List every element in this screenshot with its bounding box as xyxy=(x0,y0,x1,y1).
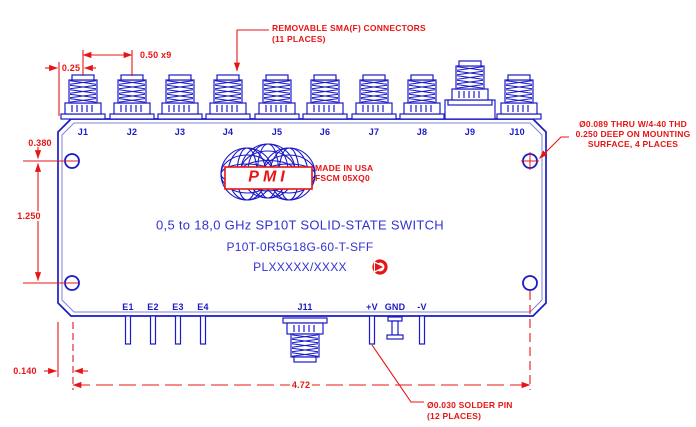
sma-connector xyxy=(205,74,251,120)
dim-hole-spacing: 1.250 xyxy=(15,211,43,221)
bottom-pins-group xyxy=(124,315,426,363)
connector-label: J8 xyxy=(416,127,428,137)
sma-annotation-line2: (11 PLACES) xyxy=(272,34,326,44)
pmi-logo-text: PMI xyxy=(248,168,289,186)
connector-label: J7 xyxy=(368,127,380,137)
mounting-hole-annotation-line3: SURFACE, 4 PLACES xyxy=(587,139,679,149)
power-pin-label: GND xyxy=(384,302,406,312)
dim-pin-offset: 0.140 xyxy=(13,366,37,376)
dim-connector-offset: 0.25 xyxy=(59,63,83,73)
made-in-usa-label: MADE IN USA xyxy=(315,163,374,173)
mounting-hole-leader-line xyxy=(539,136,569,159)
solder-pin-annotation: Ø0.030 SOLDER PIN (12 PLACES) xyxy=(427,400,513,422)
pin-label: E3 xyxy=(172,302,184,312)
connector-label: J11 xyxy=(297,302,313,312)
rotation-mark-icon xyxy=(372,259,388,275)
dim-overall-width: 4.72 xyxy=(289,380,313,390)
sma-connector xyxy=(399,74,445,120)
device-pl-number: PLXXXXX/XXXX xyxy=(253,260,347,274)
gnd-lug xyxy=(386,316,404,340)
connector-label: J5 xyxy=(271,127,283,137)
fscm-label: FSCM 05XQ0 xyxy=(315,173,370,183)
solder-pin xyxy=(368,315,376,345)
connector-label: J4 xyxy=(222,127,234,137)
solder-pin xyxy=(418,315,426,345)
mounting-hole-annotation-line2: 0.250 DEEP ON MOUNTING xyxy=(575,129,691,139)
solder-pin-annotation-line1: Ø0.030 SOLDER PIN xyxy=(427,400,513,410)
sma-connector xyxy=(302,74,348,120)
sma-connector xyxy=(254,74,300,120)
solder-pin-annotation-line2: (12 PLACES) xyxy=(427,411,482,421)
pmi-logo-box xyxy=(224,166,313,190)
pin-label: E2 xyxy=(147,302,159,312)
dimension-lines xyxy=(23,29,569,403)
solder-pin xyxy=(199,315,207,345)
sma-connector xyxy=(496,74,542,120)
pin-label: E4 xyxy=(197,302,209,312)
made-in-block: MADE IN USA FSCM 05XQ0 xyxy=(315,163,373,183)
connector-label: J10 xyxy=(509,127,525,137)
sma-connector xyxy=(351,74,397,120)
sma-connector-raised xyxy=(447,60,493,106)
dim-hole-offset-top: 0.380 xyxy=(28,138,52,148)
connector-label: J3 xyxy=(174,127,186,137)
device-part-number: P10T-0R5G18G-60-T-SFF xyxy=(226,240,374,254)
solder-pin xyxy=(149,315,157,345)
sma-leader-line xyxy=(233,29,269,72)
sma-connector xyxy=(157,74,203,120)
solder-pin xyxy=(174,315,182,345)
device-title: 0,5 to 18,0 GHz SP10T SOLID-STATE SWITCH xyxy=(156,217,444,233)
mounting-hole-annotation: Ø0.089 THRU W/4-40 THD 0.250 DEEP ON MOU… xyxy=(570,119,696,149)
sma-connector xyxy=(109,74,155,120)
dim-connector-pitch: 0.50 x9 xyxy=(140,50,172,60)
power-pin-label: -V xyxy=(417,302,427,312)
top-sma-connectors xyxy=(60,60,542,120)
sma-annotation-line1: REMOVABLE SMA(F) CONNECTORS xyxy=(272,23,426,33)
connector-label: J6 xyxy=(319,127,331,137)
solder-pin-leader-line xyxy=(371,344,424,403)
solder-pin xyxy=(124,315,132,345)
sma-connector xyxy=(60,74,106,120)
connector-label: J2 xyxy=(126,127,138,137)
pmi-logo-globes xyxy=(220,143,316,201)
sma-annotation: REMOVABLE SMA(F) CONNECTORS (11 PLACES) xyxy=(272,23,426,45)
connector-label: J1 xyxy=(77,127,89,137)
sma-connector-bottom xyxy=(282,317,328,363)
mounting-hole-annotation-line1: Ø0.089 THRU W/4-40 THD xyxy=(579,119,687,129)
hole-center-crosshair xyxy=(521,152,539,170)
power-pin-label: +V xyxy=(366,302,378,312)
connector-label: J9 xyxy=(464,127,476,137)
pin-label: E1 xyxy=(122,302,134,312)
